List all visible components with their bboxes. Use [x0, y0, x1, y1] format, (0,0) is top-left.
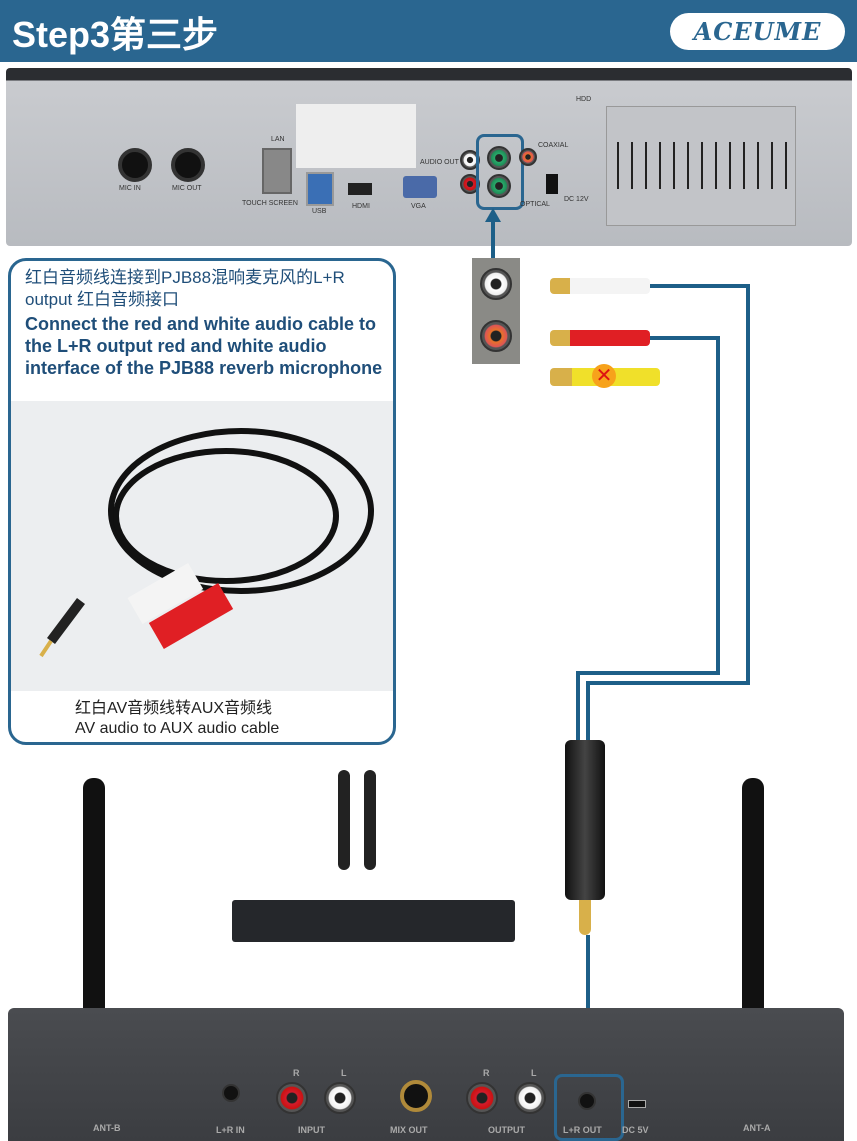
mic-out-jack	[171, 148, 205, 182]
l-out-jack	[487, 146, 511, 170]
audio-out-label: AUDIO OUT	[420, 159, 459, 166]
instruction-chinese: 红白音频线连接到PJB88混响麦克风的L+R output 红白音频接口	[25, 268, 345, 309]
aux-plug-tip	[579, 900, 591, 935]
mix-out-label: MIX OUT	[390, 1125, 428, 1135]
lr-in-jack	[222, 1084, 240, 1102]
caption-english: AV audio to AUX audio cable	[75, 720, 280, 737]
audio-out-right-jack	[460, 174, 480, 194]
red-cable-wire	[576, 336, 720, 740]
hdd-label: HDD	[576, 96, 592, 103]
lr-out-jack	[578, 1092, 596, 1110]
receiver-rear-panel: ANT-B L+R IN R L INPUT MIX OUT R L OUTPU…	[8, 1008, 844, 1141]
ant-a-label: ANT-A	[743, 1123, 771, 1133]
instruction-english: Connect the red and white audio cable to…	[25, 314, 383, 378]
dc-5v-label: DC 5V	[622, 1125, 649, 1135]
dc-5v-port	[628, 1100, 646, 1108]
lr-out-label: L+R OUT	[563, 1125, 602, 1135]
cable-caption: 红白AV音频线转AUX音频线 AV audio to AUX audio cab…	[75, 699, 279, 739]
av-aux-cable-photo	[11, 401, 393, 691]
spec-sticker	[296, 104, 416, 168]
microphone-2	[364, 770, 376, 870]
red-jack-closeup	[480, 320, 512, 352]
highlighted-lr-out-box	[554, 1074, 624, 1141]
hdd-bay-vent	[606, 106, 796, 226]
not-used-x-icon: ✕	[592, 364, 616, 388]
yellow-rca-plug-unused: ✕	[550, 364, 660, 388]
hdmi-label: HDMI	[352, 203, 370, 210]
dc-label: DC 12V	[564, 196, 589, 203]
audio-out-left-jack	[460, 150, 480, 170]
optical-label: OPTICAL	[520, 201, 550, 208]
input-l-jack	[324, 1082, 356, 1114]
pjb88-reverb-mixer	[232, 900, 515, 942]
arrow-up-icon	[485, 208, 501, 222]
mix-out-jack	[400, 1080, 432, 1112]
output-r-jack	[466, 1082, 498, 1114]
cable-illustration	[39, 428, 374, 658]
microphone-1	[338, 770, 350, 870]
highlighted-audio-out-box	[476, 134, 524, 210]
r-out-jack	[487, 174, 511, 198]
output-l-jack	[514, 1082, 546, 1114]
lr-in-label: L+R IN	[216, 1125, 245, 1135]
usb-ports	[306, 172, 334, 206]
caption-chinese: 红白AV音频线转AUX音频线	[75, 700, 273, 717]
output-r-label: R	[483, 1068, 490, 1078]
coaxial-jack	[519, 148, 537, 166]
usb-label: USB	[312, 208, 327, 215]
mic-in-jack	[118, 148, 152, 182]
header-banner: Step3第三步 ACEUME	[0, 0, 857, 62]
instruction-box: 红白音频线连接到PJB88混响麦克风的L+R output 红白音频接口 Con…	[8, 258, 396, 745]
lan-ports	[262, 148, 292, 194]
output-l-label: L	[531, 1068, 537, 1078]
vga-port	[403, 176, 437, 198]
input-r-jack	[276, 1082, 308, 1114]
input-label: INPUT	[298, 1125, 325, 1135]
brand-logo: ACEUME	[670, 13, 845, 50]
hdmi-port	[348, 183, 372, 195]
touch-screen-label: TOUCH SCREEN	[242, 200, 298, 207]
vga-label: VGA	[411, 203, 426, 210]
red-rca-plug	[550, 330, 650, 346]
output-label: OUTPUT	[488, 1125, 525, 1135]
step-title: Step3第三步	[12, 14, 219, 55]
ant-b-label: ANT-B	[93, 1123, 121, 1133]
white-jack-closeup	[480, 268, 512, 300]
input-r-label: R	[293, 1068, 300, 1078]
mic-out-label: MIC OUT	[172, 185, 202, 192]
aux-35mm-plug	[565, 740, 605, 900]
rca-jack-closeup	[472, 258, 520, 364]
lan-label: LAN	[271, 136, 285, 143]
white-cable-wire	[586, 284, 750, 740]
input-l-label: L	[341, 1068, 347, 1078]
karaoke-player-rear-panel: MIC IN MIC OUT LAN TOUCH SCREEN USB HDMI…	[6, 68, 852, 246]
mic-in-label: MIC IN	[119, 185, 141, 192]
white-rca-plug	[550, 278, 650, 294]
coaxial-label: COAXIAL	[538, 142, 569, 149]
dc-power-port	[546, 174, 558, 194]
